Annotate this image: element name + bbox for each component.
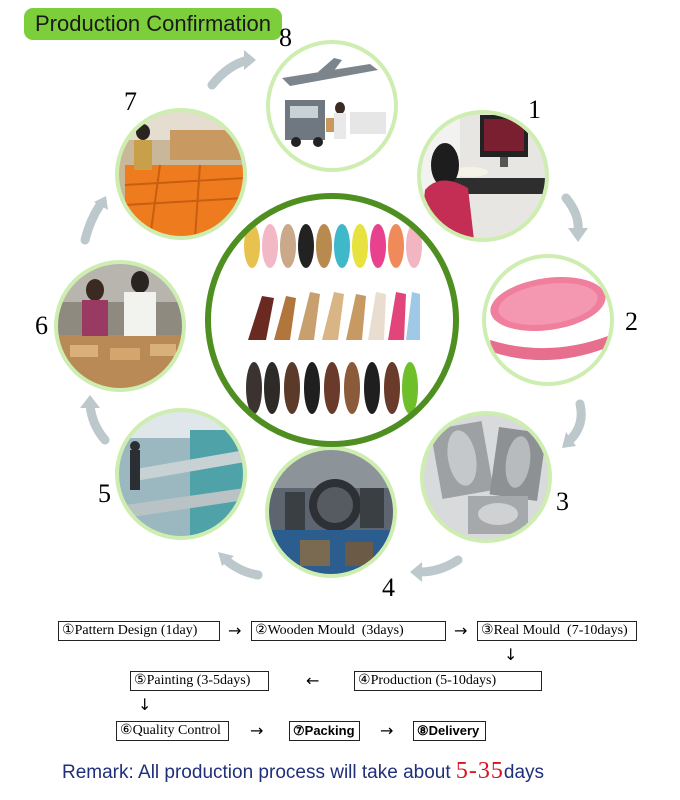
cycle-arrow xyxy=(221,555,263,580)
flow-box-production: ④Production (5-10days) xyxy=(354,671,542,691)
flow-arrow-left: ← xyxy=(306,671,320,690)
cycle-arrow xyxy=(561,193,583,237)
flow-arrow-right: → xyxy=(454,621,468,640)
process-diagram: 1 2 3 4 5 6 7 8 xyxy=(35,23,638,600)
cycle-arrowheads xyxy=(80,50,588,582)
flow-box-wooden-mould: ②Wooden Mould (3days) xyxy=(251,621,446,641)
step-photo-real-mould xyxy=(420,411,552,543)
step-number-2: 2 xyxy=(625,307,638,336)
step-photo-delivery xyxy=(266,40,398,172)
sole-row xyxy=(244,224,422,268)
step-photo-packing xyxy=(115,108,247,240)
flow-box-real-mould: ③Real Mould (7-10days) xyxy=(477,621,637,641)
flow-arrow-right: → xyxy=(250,721,264,740)
step-number-3: 3 xyxy=(556,487,569,516)
step-number-7: 7 xyxy=(124,87,137,116)
remark-prefix: Remark: All production process will take… xyxy=(62,762,456,783)
flow-arrow-right: → xyxy=(380,721,394,740)
arrow-head xyxy=(94,196,108,210)
remark-text: Remark: All production process will take… xyxy=(62,758,662,785)
cycle-arrow xyxy=(80,200,105,245)
step-ring xyxy=(420,411,552,543)
arrow-head xyxy=(562,432,576,448)
remark-suffix: days xyxy=(503,762,545,783)
step-ring xyxy=(265,446,397,578)
step-photo-wooden-mould xyxy=(482,254,614,386)
step-photo-painting xyxy=(115,408,247,540)
step-photo-quality-control xyxy=(54,260,186,392)
cycle-arrow xyxy=(207,55,253,90)
step-ring xyxy=(482,254,614,386)
step-number-1: 1 xyxy=(528,95,541,124)
cycle-arrows xyxy=(80,55,586,580)
arrow-head xyxy=(80,395,100,408)
step-number-8: 8 xyxy=(279,23,292,52)
step-ring xyxy=(54,260,186,392)
arrow-head xyxy=(244,50,256,70)
center-ring xyxy=(205,193,459,447)
arrow-head xyxy=(568,228,588,242)
center-products-photo xyxy=(205,193,459,447)
step-ring xyxy=(115,408,247,540)
arrow-head xyxy=(410,562,422,582)
flow-box-pattern-design: ①Pattern Design (1day) xyxy=(58,621,220,641)
cycle-arrow xyxy=(85,400,110,445)
flow-arrow-right: → xyxy=(228,621,242,640)
step-number-6: 6 xyxy=(35,311,48,340)
flow-arrow-down: ↓ xyxy=(504,645,518,664)
step-ring xyxy=(266,40,398,172)
remark-days: 5-35 xyxy=(455,758,504,784)
flow-box-painting: ⑤Painting (3-5days) xyxy=(130,671,269,691)
flow-box-delivery: ⑧Delivery xyxy=(413,721,486,741)
outsole-row xyxy=(246,362,418,414)
step-photo-production xyxy=(265,446,397,578)
flow-box-packing: ⑦Packing xyxy=(289,721,360,741)
cycle-arrow xyxy=(565,399,586,445)
title-badge: Production Confirmation xyxy=(24,8,282,40)
cycle-arrow xyxy=(415,555,463,577)
step-number-4: 4 xyxy=(382,573,395,600)
page-title: Production Confirmation xyxy=(34,11,271,36)
heel-row xyxy=(248,292,420,340)
flow-box-quality-control: ⑥Quality Control xyxy=(116,721,229,741)
step-ring xyxy=(417,110,549,242)
arrow-head xyxy=(218,552,234,566)
step-number-5: 5 xyxy=(98,479,111,508)
flow-arrow-down: ↓ xyxy=(138,695,152,714)
step-ring xyxy=(115,108,247,240)
step-photo-pattern-design xyxy=(417,110,549,242)
